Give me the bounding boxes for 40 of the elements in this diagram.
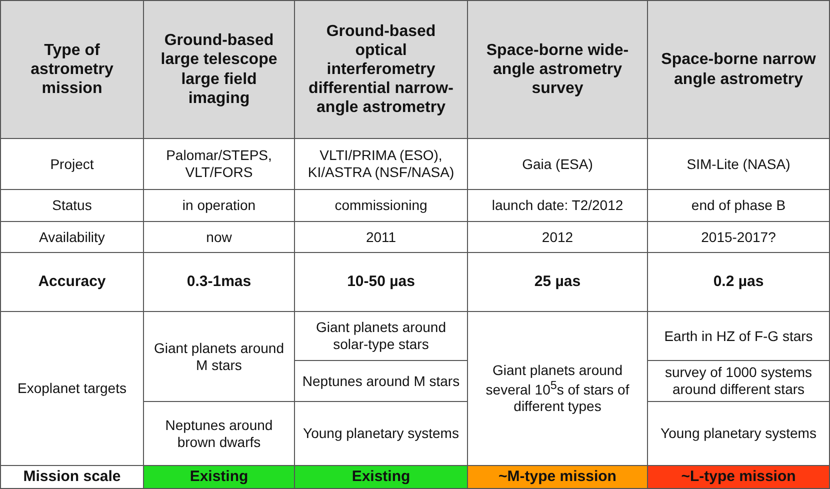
column-header: Ground-based large telescope large field imaging xyxy=(144,1,294,138)
status-cell: Existing xyxy=(295,466,467,488)
table-cell: Neptunes around brown dwarfs xyxy=(144,402,294,465)
status-cell: ~M-type mission xyxy=(468,466,647,488)
table-cell: VLTI/PRIMA (ESO), KI/ASTRA (NSF/NASA) xyxy=(295,139,467,189)
row-header: Availability xyxy=(1,222,143,252)
column-header: Ground-based optical interferometry differential narrow-angle astrometry xyxy=(295,1,467,138)
table-cell: end of phase B xyxy=(648,190,829,221)
table-cell: Giant planets around M stars xyxy=(144,312,294,401)
table-cell: in operation xyxy=(144,190,294,221)
row-header: Status xyxy=(1,190,143,221)
table-cell: SIM-Lite (NASA) xyxy=(648,139,829,189)
table-cell: Giant planets around several 10$^{5}$s of stars of different types xyxy=(468,312,647,465)
table-cell: 2011 xyxy=(295,222,467,252)
row-header: Accuracy xyxy=(1,253,143,311)
table-cell: 0.2 µas xyxy=(648,253,829,311)
status-cell: Existing xyxy=(144,466,294,488)
row-header: Mission scale xyxy=(1,466,143,488)
table-cell: 25 µas xyxy=(468,253,647,311)
table-cell: Neptunes around M stars xyxy=(295,361,467,401)
table-cell: commissioning xyxy=(295,190,467,221)
table-cell: 0.3-1mas xyxy=(144,253,294,311)
table-cell: 2012 xyxy=(468,222,647,252)
table-cell: now xyxy=(144,222,294,252)
table-cell: Palomar/STEPS, VLT/FORS xyxy=(144,139,294,189)
row-header: Project xyxy=(1,139,143,189)
table-cell: Giant planets around solar-type stars xyxy=(295,312,467,360)
table-cell: Young planetary systems xyxy=(295,402,467,465)
table-cell: survey of 1000 systems around different stars xyxy=(648,361,829,401)
column-header: Space-borne narrow angle astrometry xyxy=(648,1,829,138)
table-cell: 2015-2017? xyxy=(648,222,829,252)
row-header: Exoplanet targets xyxy=(1,312,143,465)
status-cell: ~L-type mission xyxy=(648,466,829,488)
column-header: Space-borne wide-angle astrometry survey xyxy=(468,1,647,138)
column-header: Type of astrometry mission xyxy=(1,1,143,138)
table-cell: Young planetary systems xyxy=(648,402,829,465)
table-cell: Gaia (ESA) xyxy=(468,139,647,189)
table-cell: 10-50 µas xyxy=(295,253,467,311)
table-cell: Earth in HZ of F-G stars xyxy=(648,312,829,360)
table-cell: launch date: T2/2012 xyxy=(468,190,647,221)
